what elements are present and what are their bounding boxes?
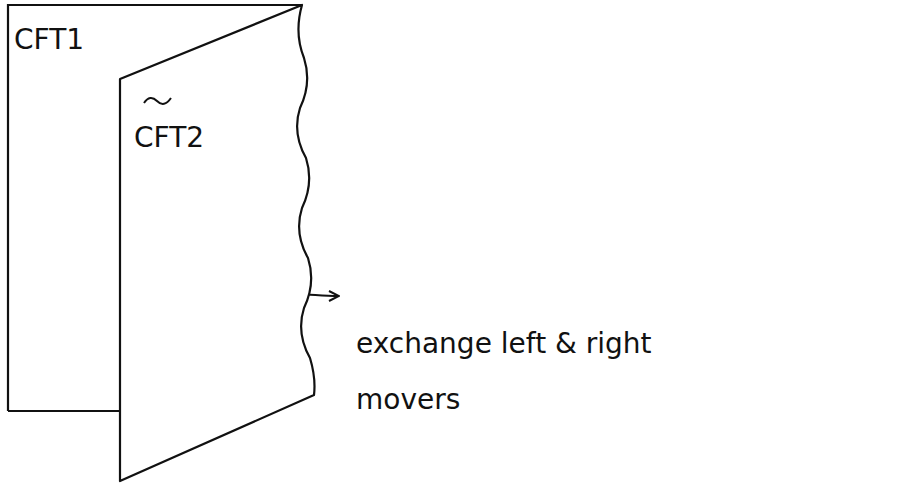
paper-sheet: CFT2: [118, 3, 323, 485]
sheet-outline: [118, 3, 323, 485]
note-text: exchange left & right movers: [356, 316, 686, 428]
sheet-label: CFT2: [134, 121, 204, 155]
sheet-label: CFT1: [14, 23, 84, 57]
tilde-mark: [144, 98, 171, 104]
